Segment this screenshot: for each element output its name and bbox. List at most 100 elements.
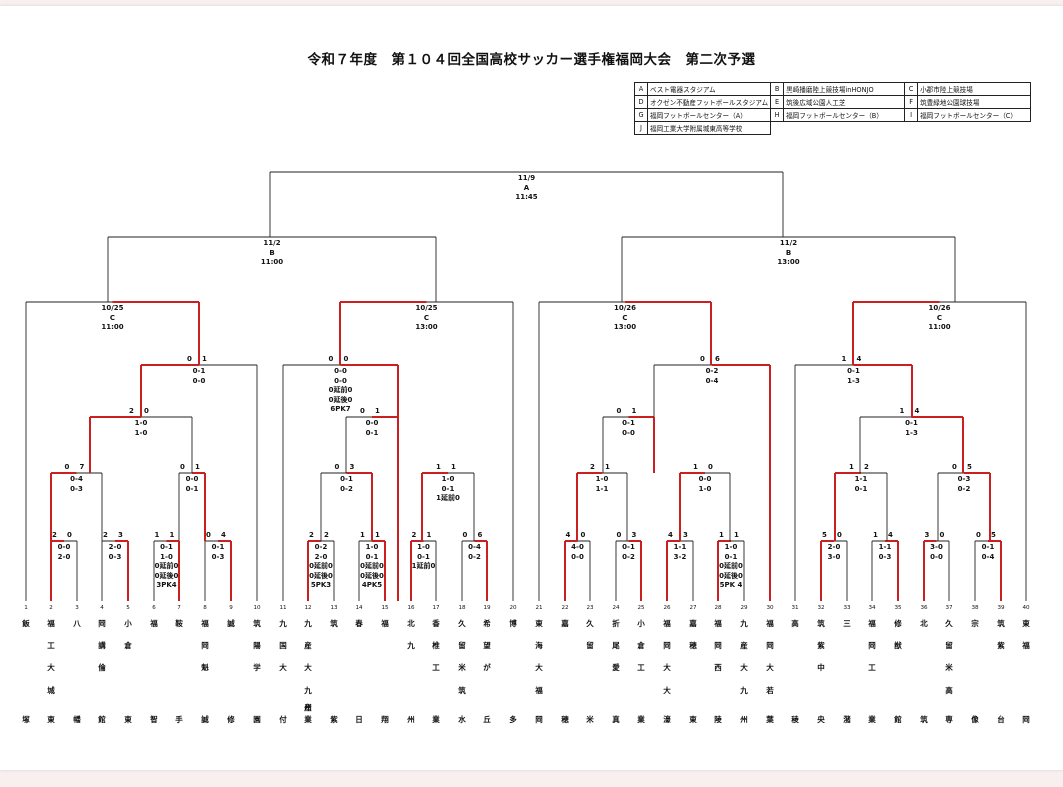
- match-score: 2-0 3-0: [827, 543, 841, 561]
- match-score: 0-1 0-2: [622, 543, 635, 561]
- left-score: 2: [103, 531, 108, 539]
- right-score: 0: [708, 463, 713, 471]
- match-score: 11/9 A 11:45: [515, 174, 538, 202]
- match-score: 0-1 0-4: [981, 543, 995, 561]
- team-number: 20: [509, 605, 517, 611]
- right-score: 2: [324, 531, 329, 539]
- left-score: 0: [952, 463, 957, 471]
- right-score: 4: [914, 407, 920, 415]
- right-score: 2: [864, 463, 869, 471]
- team-number: 27: [689, 605, 697, 611]
- match-score: 10/25 C 11:00: [101, 304, 124, 332]
- team-number: 37: [945, 605, 953, 611]
- right-score: 5: [967, 463, 972, 471]
- team-number: 1: [24, 605, 28, 611]
- right-score: 1: [375, 407, 380, 415]
- left-score: 0: [180, 463, 185, 471]
- team-number: 29: [740, 605, 748, 611]
- match-score: 1-1 0-3: [878, 543, 892, 561]
- match-score: 10/25 C 13:00: [415, 304, 438, 332]
- match-score: 11/2 B 13:00: [777, 239, 800, 267]
- right-score: 6: [715, 355, 720, 363]
- team-number: 8: [203, 605, 207, 611]
- team-number: 31: [791, 605, 799, 611]
- match-score: 4-0 0-0: [571, 543, 584, 561]
- left-score: 1: [849, 463, 854, 471]
- left-score: 2: [411, 531, 417, 539]
- right-score: 1: [375, 531, 380, 539]
- right-score: 6: [477, 531, 483, 539]
- match-score: 10/26 C 11:00: [928, 304, 951, 332]
- left-score: 0: [187, 355, 192, 363]
- left-score: 1: [841, 355, 847, 363]
- left-score: 2: [309, 531, 314, 539]
- match-score: 1-0 0-1 1延前0: [436, 475, 460, 503]
- match-score: 1-0 0-1 0延前0 0延後0 5PK 4: [719, 543, 743, 590]
- bracket-lines: [25, 171, 1027, 601]
- team-number: 6: [152, 605, 156, 611]
- team-number: 10: [253, 605, 261, 611]
- match-score: 10/26 C 13:00: [613, 304, 637, 332]
- right-score: 1: [605, 463, 610, 471]
- team-number: 36: [920, 605, 928, 611]
- left-score: 4: [565, 531, 571, 539]
- left-score: 3: [924, 531, 930, 539]
- right-score: 5: [991, 531, 996, 539]
- right-score: 4: [888, 531, 893, 539]
- team-number: 35: [894, 605, 902, 611]
- right-score: 3: [631, 531, 637, 539]
- team-number: 18: [458, 605, 466, 611]
- match-score: 0-3 0-2: [957, 475, 971, 493]
- page-title: 令和７年度 第１０４回全国高校サッカー選手権福岡大会 第二次予選: [307, 52, 756, 68]
- team-number: 7: [177, 605, 181, 611]
- right-score: 3: [349, 463, 355, 471]
- left-score: 1: [436, 463, 441, 471]
- team-number: 17: [432, 605, 440, 611]
- team-number: 40: [1022, 605, 1030, 611]
- match-score: 0-2 2-0 0延前0 0延後0 5PK3: [309, 543, 333, 590]
- match-score: 0-1 0-2: [340, 475, 353, 493]
- right-score: 0: [837, 531, 842, 539]
- match-score: 0-0 0-1: [185, 475, 199, 493]
- team-number: 33: [843, 605, 851, 611]
- match-score: 0-1 1-3: [905, 419, 918, 437]
- match-score: 0-1 0-3: [211, 543, 225, 561]
- venue-name: 福岡フットボールセンター（C）: [917, 108, 1032, 122]
- right-score: 0: [939, 531, 945, 539]
- left-score: 0: [206, 531, 211, 539]
- match-score: 0-0 0-0 0延前0 0延後0 6PK7: [328, 367, 353, 414]
- team-number: 38: [971, 605, 979, 611]
- right-score: 1: [202, 355, 207, 363]
- left-score: 5: [822, 531, 827, 539]
- left-score: 0: [334, 463, 340, 471]
- team-number: 32: [817, 605, 825, 611]
- team-number: 16: [407, 605, 415, 611]
- match-score: 0-0 1-0: [698, 475, 712, 493]
- team-number: 22: [561, 605, 569, 611]
- right-score: 1: [734, 531, 739, 539]
- match-score: 0-0 2-0: [57, 543, 71, 561]
- left-score: 2: [129, 407, 134, 415]
- left-score: 0: [360, 407, 365, 415]
- match-score: 1-1 0-1: [854, 475, 868, 493]
- match-score: 0-4 0-3: [70, 475, 83, 493]
- match-score: 2-0 0-3: [108, 543, 122, 561]
- right-score: 3: [118, 531, 123, 539]
- right-score: 4: [856, 355, 862, 363]
- match-score: 0-4 0-2: [468, 543, 481, 561]
- match-score: 11/2 B 11:00: [260, 239, 284, 267]
- left-score: 0: [462, 531, 468, 539]
- left-score: 0: [328, 355, 334, 363]
- match-score: 0-1 0-0: [622, 419, 635, 437]
- match-score: 1-0 0-1 0延前0 0延後0 4PK5: [360, 543, 384, 590]
- team-number: 28: [714, 605, 722, 611]
- team-number: 24: [612, 605, 620, 611]
- team-number: 13: [330, 605, 338, 611]
- team-number: 15: [381, 605, 389, 611]
- team-number: 2: [49, 605, 53, 611]
- team-number: 30: [766, 605, 774, 611]
